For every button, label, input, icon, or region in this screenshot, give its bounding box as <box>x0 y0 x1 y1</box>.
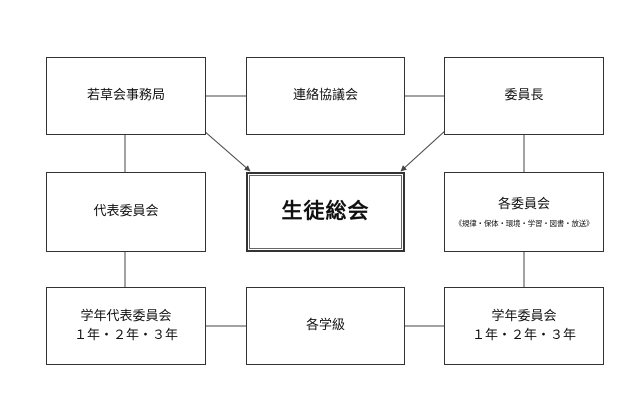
node-label: 各学級 <box>305 318 345 334</box>
node-iincho: 委員長 <box>444 57 604 135</box>
node-kaku-iinkai: 各委員会 《規律・保体・環境・学習・図書・放送》 <box>444 172 604 252</box>
node-daihyo-iinkai: 代表委員会 <box>46 172 206 252</box>
node-label: 代表委員会 <box>93 204 159 220</box>
node-sub: １年・２年・３年 <box>471 328 576 343</box>
node-label: 学年代表委員会 <box>80 308 172 324</box>
node-label: 若草会事務局 <box>86 88 165 104</box>
node-note: 《規律・保体・環境・学習・図書・放送》 <box>454 219 594 229</box>
node-gakunen-iinkai: 学年委員会 １年・２年・３年 <box>444 287 604 365</box>
node-label: 各委員会 <box>497 196 550 212</box>
node-wakakusa-jimukyoku: 若草会事務局 <box>46 57 206 135</box>
arrow-iincho-to-sotokai <box>400 129 447 172</box>
node-label: 委員長 <box>504 88 544 104</box>
node-kaku-gakkyu: 各学級 <box>246 287 405 365</box>
node-label: 学年委員会 <box>491 308 557 324</box>
arrow-wakakusa-to-sotokai <box>202 129 251 172</box>
node-renraku-kyogikai: 連絡協議会 <box>246 57 405 135</box>
node-sub: １年・２年・３年 <box>73 328 178 343</box>
node-gakunen-daihyo-iinkai: 学年代表委員会 １年・２年・３年 <box>46 287 206 365</box>
node-label: 連絡協議会 <box>292 88 358 104</box>
node-label: 生徒総会 <box>281 199 370 224</box>
node-seito-sokai: 生徒総会 <box>246 172 405 252</box>
